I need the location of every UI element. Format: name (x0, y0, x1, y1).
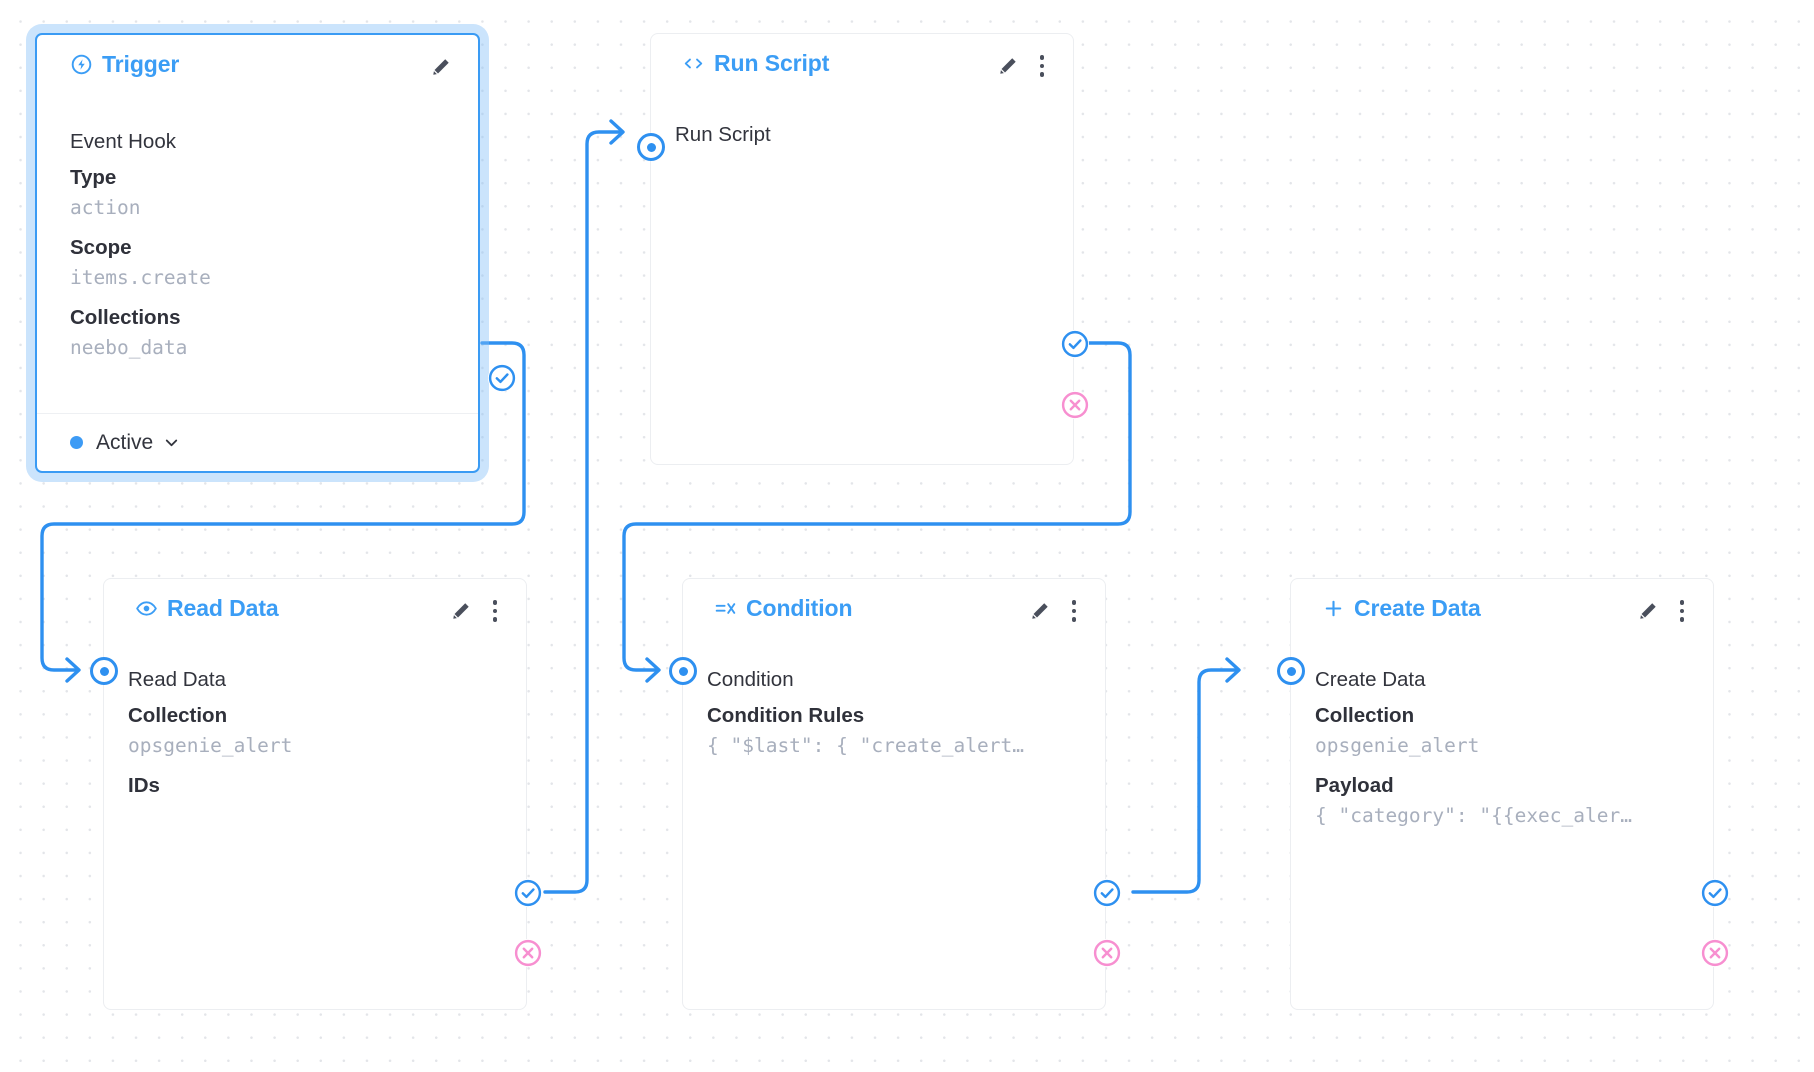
edit-pencil-icon[interactable] (450, 599, 472, 623)
node-run-script-title-group: Run Script (682, 50, 829, 77)
node-condition-title-group: Condition (714, 594, 853, 622)
success-port[interactable] (514, 879, 542, 907)
node-trigger-tools[interactable] (430, 55, 452, 79)
node-condition[interactable]: Condition Condition Condition Rules { "$… (669, 578, 1121, 1010)
arrowhead-read-data (65, 657, 81, 683)
node-create-data-subtitle: Create Data (1315, 668, 1426, 691)
reject-port[interactable] (1701, 939, 1729, 967)
edit-pencil-icon[interactable] (1637, 599, 1659, 623)
node-read-data-header: Read Data (104, 579, 526, 637)
reject-port[interactable] (1061, 391, 1089, 419)
field-value-collection: opsgenie_alert (1315, 734, 1480, 757)
arrowhead-run-script (609, 119, 625, 145)
node-trigger-body: Event Hook Type action Scope items.creat… (70, 127, 464, 362)
field-value-collections: neebo_data (70, 336, 188, 359)
node-run-script-tools[interactable] (997, 54, 1051, 78)
bolt-circle-icon (70, 53, 93, 76)
status-badge: Active (96, 430, 154, 454)
eye-icon (135, 597, 158, 620)
node-run-script-body: Run Script (675, 120, 1059, 150)
edge-condition-to-create-data (1131, 668, 1240, 894)
more-vertical-icon[interactable] (1065, 599, 1083, 623)
success-port[interactable] (1093, 879, 1121, 907)
node-create-data-body: Create Data Collection opsgenie_alert Pa… (1315, 665, 1699, 830)
input-port[interactable] (90, 657, 118, 685)
field-key-collection: Collection (128, 704, 228, 727)
more-vertical-icon[interactable] (1033, 54, 1051, 78)
node-read-data-title-group: Read Data (135, 595, 279, 622)
status-dot-icon (70, 436, 83, 449)
success-port[interactable] (1061, 330, 1089, 358)
node-trigger-title-group: Trigger (70, 51, 179, 78)
field-value-collection: opsgenie_alert (128, 734, 293, 757)
field-key-collection: Collection (1315, 704, 1415, 727)
arrowhead-condition (645, 657, 661, 683)
field-key-collections: Collections (70, 306, 181, 329)
field-value-payload: { "category": "{{exec_aler… (1315, 804, 1632, 827)
more-vertical-icon[interactable] (1673, 599, 1691, 623)
node-trigger-header: Trigger (37, 35, 478, 93)
node-condition-tools[interactable] (1029, 599, 1083, 623)
code-brackets-icon (682, 52, 705, 75)
reject-port[interactable] (1093, 939, 1121, 967)
arrowhead-create-data (1225, 657, 1241, 683)
node-run-script-subtitle: Run Script (675, 123, 771, 146)
node-trigger-subtitle: Event Hook (70, 130, 176, 153)
node-create-data-tools[interactable] (1637, 599, 1691, 623)
node-create-data-title: Create Data (1354, 594, 1481, 621)
node-read-data-subtitle: Read Data (128, 668, 227, 691)
field-value-condition-rules: { "$last": { "create_alert… (707, 734, 1024, 757)
field-key-payload: Payload (1315, 774, 1394, 797)
edit-pencil-icon[interactable] (1029, 599, 1051, 623)
node-read-data-body: Read Data Collection opsgenie_alert IDs (128, 665, 512, 801)
success-port[interactable] (488, 364, 516, 392)
node-read-data-tools[interactable] (450, 599, 504, 623)
node-trigger-title: Trigger (102, 50, 180, 77)
node-read-data[interactable]: Read Data Read Data Collection opsgenie_… (90, 578, 542, 1010)
field-value-scope: items.create (70, 266, 211, 289)
node-create-data-header: Create Data (1291, 579, 1713, 637)
node-run-script[interactable]: Run Script Run Script (637, 33, 1089, 465)
node-trigger[interactable]: Trigger Event Hook Type action Scope ite… (35, 33, 516, 473)
plus-icon (1322, 597, 1345, 620)
node-condition-body: Condition Condition Rules { "$last": { "… (707, 665, 1091, 760)
input-port[interactable] (669, 657, 697, 685)
node-create-data[interactable]: Create Data Create Data Collection opsge… (1277, 578, 1729, 1010)
node-condition-subtitle: Condition (707, 668, 794, 691)
edit-pencil-icon[interactable] (430, 55, 452, 79)
node-condition-header: Condition (683, 579, 1105, 637)
reject-port[interactable] (514, 939, 542, 967)
node-create-data-title-group: Create Data (1322, 595, 1481, 622)
node-condition-title: Condition (746, 594, 853, 621)
node-run-script-header: Run Script (651, 34, 1073, 92)
field-key-type: Type (70, 166, 117, 189)
field-key-condition-rules: Condition Rules (707, 704, 865, 727)
field-key-ids: IDs (128, 774, 160, 797)
field-key-scope: Scope (70, 236, 132, 259)
node-read-data-title: Read Data (167, 594, 279, 621)
input-port[interactable] (637, 133, 665, 161)
edit-pencil-icon[interactable] (997, 54, 1019, 78)
input-port[interactable] (1277, 657, 1305, 685)
success-port[interactable] (1701, 879, 1729, 907)
chevron-down-icon[interactable] (162, 433, 181, 452)
node-run-script-title: Run Script (714, 49, 830, 76)
edge-read-data-to-run-script (543, 130, 624, 894)
more-vertical-icon[interactable] (486, 599, 504, 623)
condition-rules-icon (714, 597, 737, 620)
field-value-type: action (70, 196, 141, 219)
trigger-status-row[interactable]: Active (37, 413, 478, 471)
